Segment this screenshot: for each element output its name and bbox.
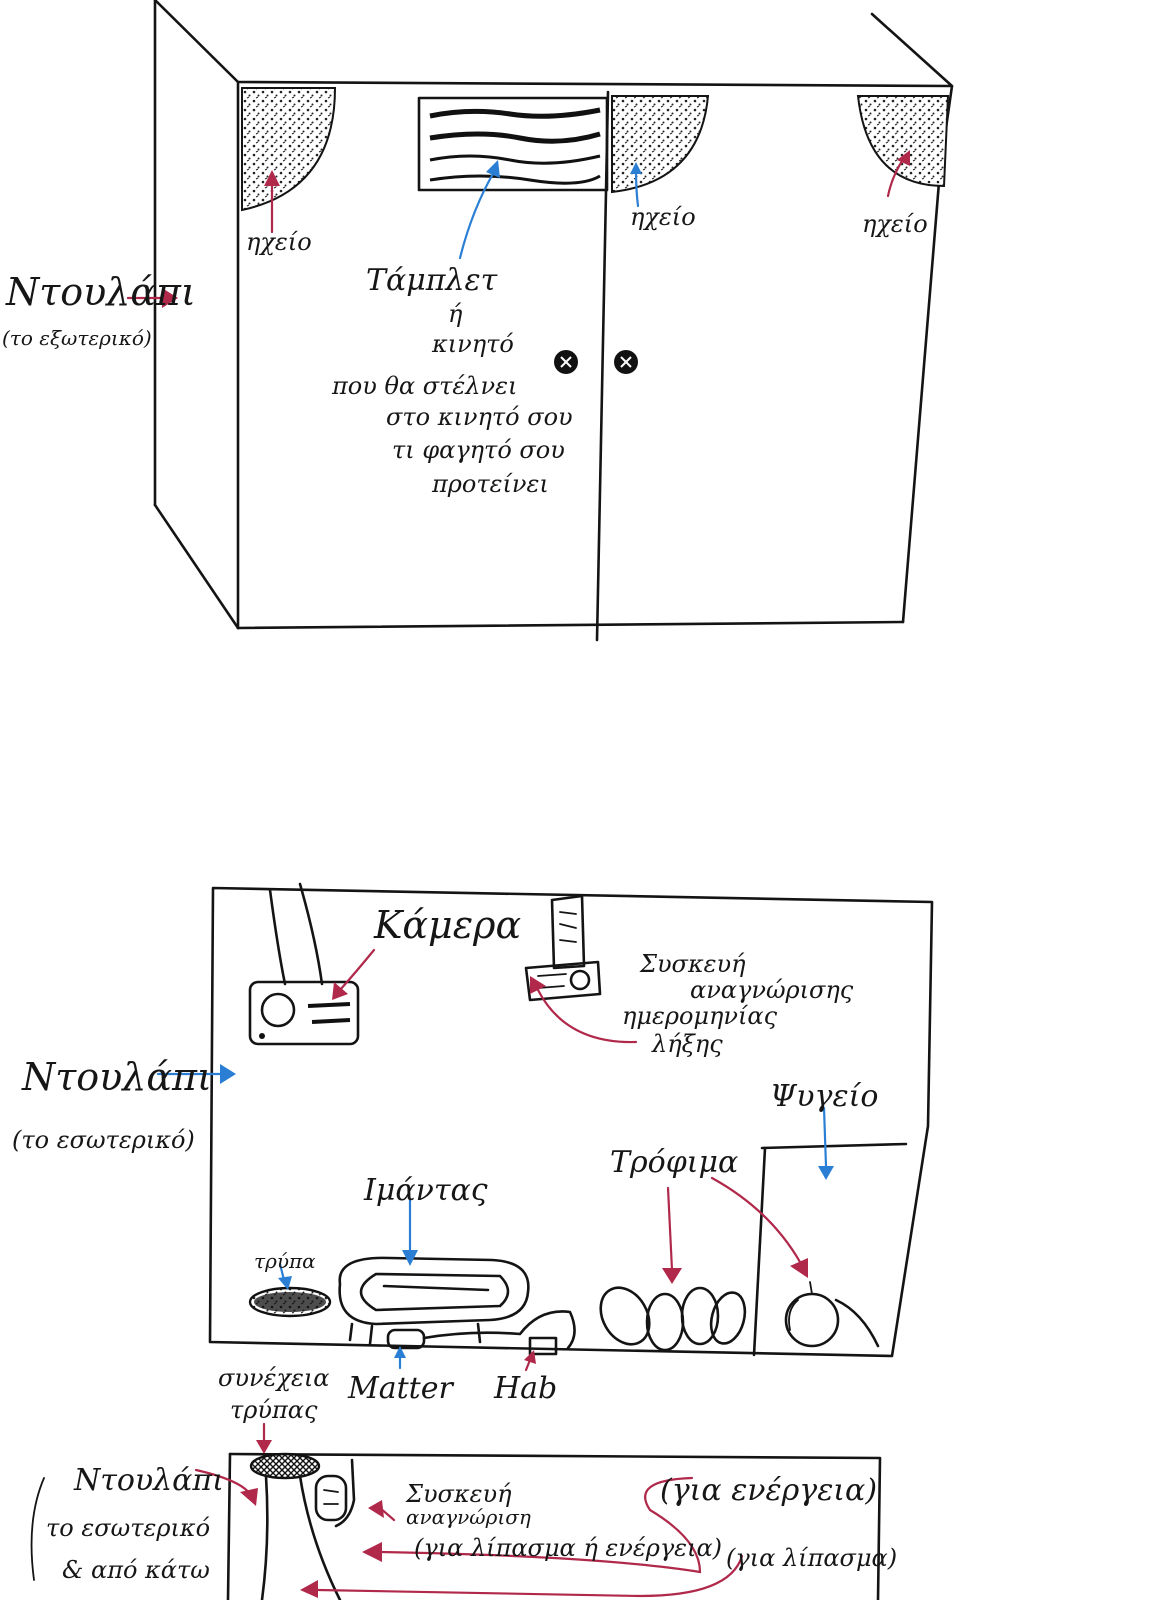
hole-mesh-icon [251, 1454, 319, 1478]
svg-text:ημερομηνίας: ημερομηνίας [622, 1002, 778, 1030]
belt-label: Ιμάντας [363, 1173, 488, 1208]
fridge-label: Ψυγείο [770, 1079, 878, 1114]
speaker-icon [242, 88, 335, 210]
underside-device-label-1: Συσκευή [405, 1480, 512, 1508]
underside-device-label-2: αναγνώριση [406, 1505, 531, 1529]
speaker-icon [612, 96, 708, 192]
tablet-description: Τάμπλετ ή κινητό που θα στέλνει στο κινη… [331, 263, 573, 498]
expiry-device-label: Συσκευή αναγνώρισης ημερομηνίας λήξης [622, 950, 854, 1058]
svg-text:κινητό: κινητό [431, 330, 514, 358]
underside-device-label-3: (για λίπασμα ή ενέργεια) [414, 1534, 722, 1562]
matter-label: Matter [347, 1371, 454, 1406]
food-icon [591, 1279, 750, 1353]
svg-text:ή: ή [448, 300, 463, 328]
underside-cupboard-label: Ντουλάπι [73, 1463, 224, 1498]
svg-text:που θα στέλνει: που θα στέλνει [331, 372, 517, 400]
speaker-label-left: ηχείο [246, 228, 312, 256]
speaker-label-middle: ηχείο [630, 203, 696, 231]
underside-cupboard-sublabel-2: & από κάτω [62, 1556, 210, 1584]
underside-cupboard-sublabel-1: το εσωτερικό [46, 1514, 210, 1542]
continues-label-1: συνέχεια [218, 1364, 329, 1392]
speaker-icon [858, 96, 948, 186]
svg-text:λήξης: λήξης [651, 1030, 723, 1058]
exterior-cupboard-sublabel: (το εξωτερικό) [2, 326, 152, 350]
exterior-cupboard-label: Ντουλάπι [5, 270, 196, 314]
svg-text:προτείνει: προτείνει [431, 470, 549, 498]
svg-text:αναγνώρισης: αναγνώρισης [690, 976, 854, 1004]
hub-label: Hab [493, 1371, 557, 1406]
svg-text:στο κινητό σου: στο κινητό σου [386, 403, 573, 431]
apple-icon [786, 1282, 878, 1346]
tablet-icon [419, 98, 607, 190]
hole-label: τρύπα [254, 1249, 316, 1273]
camera-icon [250, 884, 358, 1044]
camera-label: Κάμερα [373, 903, 521, 947]
cable [424, 1311, 575, 1348]
fertilizer-label: (για λίπασμα) [726, 1544, 897, 1572]
speaker-label-right: ηχείο [862, 210, 928, 238]
conveyor-belt-icon [340, 1258, 529, 1344]
underside-device-icon [316, 1476, 346, 1520]
interior-cupboard-label: Ντουλάπι [21, 1055, 212, 1099]
svg-text:Συσκευή: Συσκευή [639, 950, 746, 978]
continues-label-2: τρύπας [230, 1396, 318, 1424]
interior-cupboard-sublabel: (το εσωτερικό) [12, 1126, 195, 1154]
svg-text:Τάμπλετ: Τάμπλετ [366, 263, 498, 298]
svg-text:τι φαγητό σου: τι φαγητό σου [392, 436, 565, 464]
food-label: Τρόφιμα [610, 1145, 738, 1180]
energy-label: (για ενέργεια) [660, 1473, 877, 1508]
